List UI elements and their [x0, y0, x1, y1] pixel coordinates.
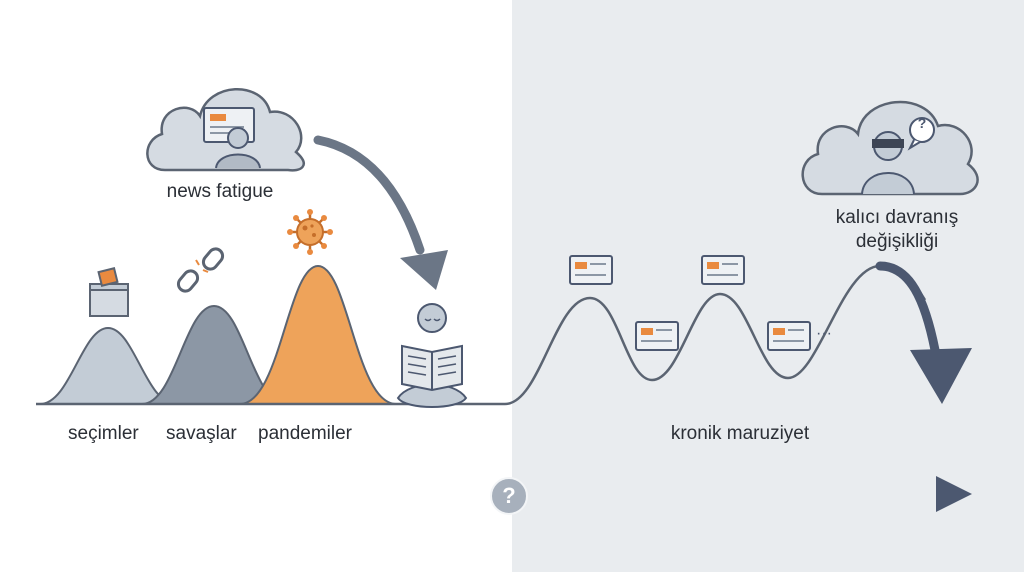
peak-pandemics: [239, 264, 397, 405]
label-pandemics: pandemiler: [258, 423, 352, 444]
label-wars: savaşlar: [166, 423, 237, 444]
timeline-arrow-head: [936, 476, 972, 512]
virus-icon: [287, 209, 333, 255]
label-chronic-exposure: kronik maruziyet: [670, 423, 810, 444]
peak-elections: [39, 326, 177, 405]
question-bubble-icon: [907, 117, 935, 151]
timeline-question-marker: ?: [490, 477, 528, 515]
ballot-box-icon: [89, 267, 129, 317]
label-lasting-change-line1: kalıcı davranış: [835, 207, 959, 228]
broken-chain-icon: [176, 247, 225, 293]
news-screen-icon: [767, 321, 811, 351]
change-cloud: [801, 100, 979, 196]
news-screen-icon: [569, 255, 613, 285]
more-screens-dots: ···: [816, 325, 832, 342]
change-arrow-head: [910, 348, 972, 404]
exposure-line: [36, 264, 927, 406]
newspaper-reader-icon: [396, 303, 468, 408]
tired-person-screen-icon: [203, 107, 261, 169]
change-arrow: [875, 261, 940, 355]
fatigue-arrow-head: [400, 250, 448, 290]
fatigue-arrow: [313, 135, 425, 255]
label-lasting-change-line2: değişikliği: [855, 231, 939, 252]
label-news-fatigue: news fatigue: [166, 181, 274, 202]
thought-question-mark: ?: [917, 115, 927, 131]
right-background-panel: [512, 0, 1024, 572]
news-screen-icon: [701, 255, 745, 285]
label-elections: seçimler: [68, 423, 139, 444]
blindfolded-person-icon: [861, 131, 915, 195]
fatigue-cloud: [146, 88, 305, 172]
news-screen-icon: [635, 321, 679, 351]
